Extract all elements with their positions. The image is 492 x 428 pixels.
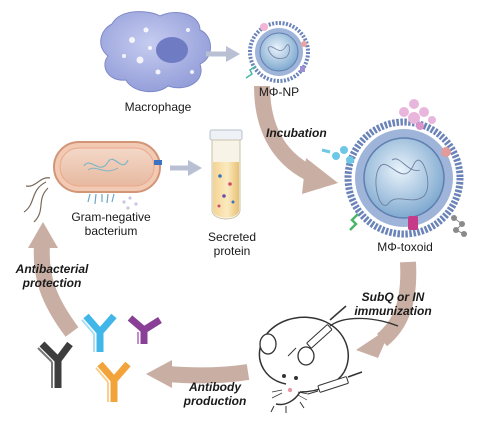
mphi-np-particle (245, 21, 310, 83)
secreted-protein-label: Secreted protein (192, 230, 272, 258)
antibacterial-protection-arrow (33, 243, 79, 337)
toxoid-magenta-protein (408, 216, 418, 230)
incubation-label: Incubation (266, 126, 327, 140)
immunization-label: SubQ or IN immunization (338, 290, 448, 318)
toxoid-gray-protein (451, 215, 467, 237)
secreted-protein-label-line2: protein (213, 244, 251, 258)
antibacterial-protection-label: Antibacterial protection (4, 262, 100, 290)
antibacterial-protection-label-line2: protection (22, 276, 82, 290)
toxoid-teal-protein (321, 146, 354, 164)
syringe-lower (307, 371, 363, 395)
mphi-toxoid-label: MΦ-toxoid (377, 240, 433, 254)
antibody-purple (127, 315, 162, 344)
arrow-bacterium-to-tube-head (188, 160, 202, 176)
secreted-protein-tube (209, 129, 243, 220)
antibacterial-protection-label-line1: Antibacterial (15, 262, 89, 276)
antibody-production-arrow (167, 364, 250, 384)
immunization-label-line2: immunization (354, 304, 432, 318)
incubation-arrow-head (302, 158, 338, 194)
mphi-np-label: MΦ-NP (258, 85, 300, 99)
antibody-production-label: Antibody production (172, 380, 258, 408)
antibody-black (37, 341, 73, 388)
arrow-macrophage-to-np-head (226, 46, 240, 62)
antibody-production-label-line1: Antibody (189, 380, 241, 394)
mphi-toxoid-particle (321, 99, 467, 238)
antibody-production-arrow-head (146, 360, 172, 388)
gram-negative-label-line1: Gram-negative (71, 210, 151, 224)
antibody-blue (81, 313, 117, 352)
syringe-upper (287, 305, 347, 357)
gram-negative-label-line2: bacterium (84, 224, 138, 238)
toxoid-green-chain (349, 213, 359, 231)
antibody-production-label-line2: production (183, 394, 247, 408)
gram-negative-label: Gram-negative bacterium (56, 210, 166, 238)
immunization-arrow-head (356, 326, 392, 358)
macrophage-label: Macrophage (124, 100, 192, 114)
antibacterial-protection-arrow-head (28, 222, 58, 248)
macrophage-cell (100, 11, 211, 93)
toxoid-pink-cluster (399, 99, 436, 130)
gram-negative-bacterium (23, 141, 162, 223)
secreted-protein-label-line1: Secreted (207, 230, 257, 244)
antibody-orange (95, 361, 131, 402)
immunization-label-line1: SubQ or IN (361, 290, 425, 304)
